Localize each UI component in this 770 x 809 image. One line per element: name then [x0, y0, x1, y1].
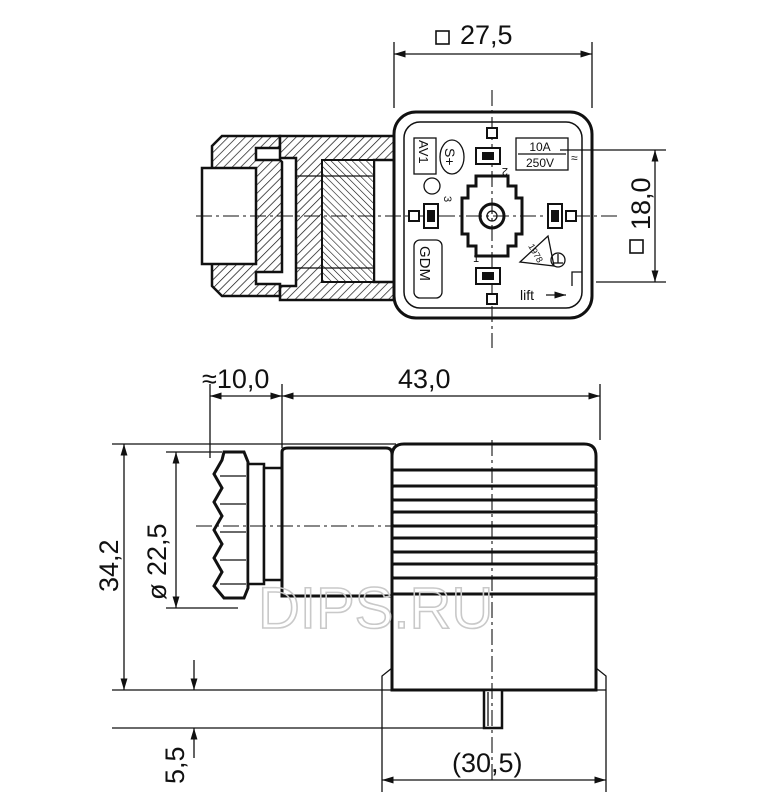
pin-length-value: 5,5: [160, 746, 190, 784]
gland-body: [262, 466, 284, 582]
nut-collar: [246, 462, 266, 586]
triangle-mark-icon: [518, 234, 555, 267]
s-mark-icon: [439, 139, 465, 175]
pin-1-label: 1: [473, 253, 479, 265]
top-width-value: 27,5: [460, 20, 513, 50]
pin-3-label: 3: [441, 196, 453, 202]
pin-2-label: 2: [502, 165, 508, 177]
brand-label: GDM: [416, 246, 433, 281]
top-width-dimension: 27,5: [393, 20, 593, 108]
ground-symbol-icon: [550, 252, 566, 268]
base-flange: [381, 667, 607, 690]
cable-gland-section: [200, 134, 396, 302]
pin-length-dimension: 5,5: [112, 660, 500, 784]
housing-inner-outline: [403, 121, 583, 309]
square-symbol-icon: [435, 30, 450, 45]
housing-ribs: [390, 442, 598, 692]
contact-pattern: [408, 127, 577, 305]
side-view: ≈10,0 43,0 ø 22,5 34,2 5,5: [94, 364, 607, 792]
diameter-value: ø 22,5: [142, 523, 172, 600]
rating-voltage-label: 250V: [526, 156, 554, 170]
s-mark-text: S+: [442, 148, 458, 166]
body-length-value: 43,0: [398, 364, 451, 394]
rating-current-label: 10A: [529, 140, 550, 154]
housing-neck: [280, 446, 394, 598]
square-symbol-icon-2: [629, 239, 644, 254]
length-dimensions: ≈10,0 43,0: [202, 364, 601, 458]
height-dimension: 34,2: [94, 443, 396, 691]
diameter-dimension: ø 22,5: [142, 451, 238, 609]
watermark: DIPS.RU: [258, 576, 493, 641]
bottom-width-dimension: (30,5): [381, 690, 607, 792]
top-height-dimension: 18,0: [560, 149, 666, 283]
cable-length-value: ≈10,0: [202, 364, 269, 394]
top-view: 10A 250V ≈ AV1 S+ GDM 2 3 1 1978 lift: [196, 20, 666, 348]
knurled-nut: [212, 450, 250, 600]
lift-label: lift: [520, 287, 534, 303]
center-pin: [482, 688, 504, 730]
approval-mark-icon: [423, 177, 441, 195]
code-av-label: AV1: [416, 140, 431, 164]
ac-symbol: ≈: [571, 151, 578, 165]
bottom-width-value: (30,5): [452, 748, 523, 778]
top-height-value: 18,0: [626, 177, 656, 230]
height-value: 34,2: [94, 539, 124, 592]
